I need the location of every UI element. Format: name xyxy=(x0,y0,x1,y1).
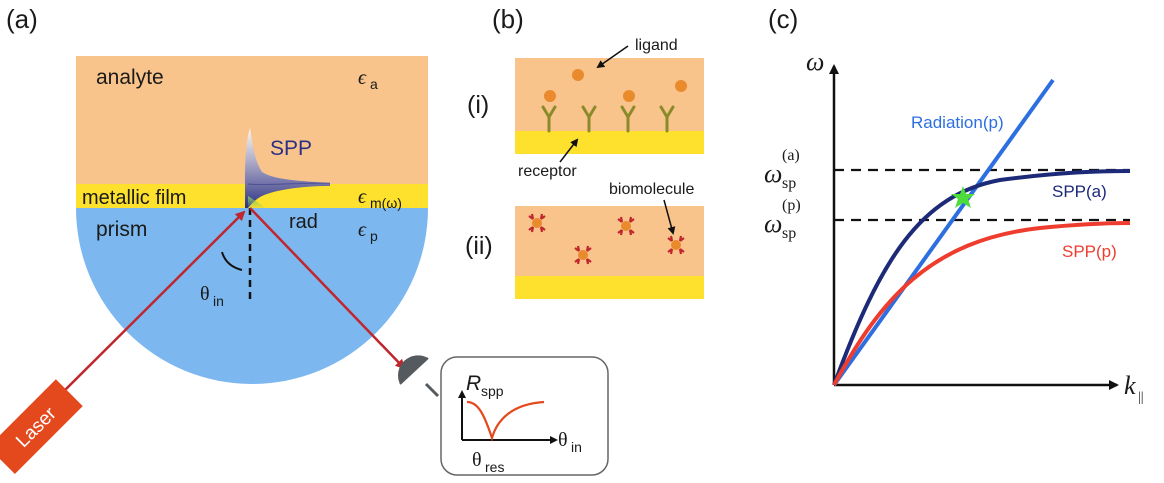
svg-text:R: R xyxy=(466,372,481,395)
svg-text:(p): (p) xyxy=(782,197,801,214)
reflected-beam xyxy=(249,207,406,370)
svg-text:θ: θ xyxy=(200,283,210,305)
y-axis-label: ω xyxy=(806,47,824,76)
svg-text:θ: θ xyxy=(472,449,482,471)
ligand-bound-2 xyxy=(623,90,635,102)
metallic-film-label: metallic film xyxy=(82,187,186,209)
panel-a: (a) analyte ϵ a SPP metallic film ϵ m(ω)… xyxy=(0,4,609,476)
angle-arc xyxy=(221,251,243,271)
svg-text:a: a xyxy=(370,76,378,92)
eps-p-label: ϵ p xyxy=(358,219,378,244)
spp-p-curve xyxy=(832,221,1131,386)
analyte-label: analyte xyxy=(96,66,164,89)
crossing-star-icon xyxy=(951,186,975,208)
svg-text:ϵ: ϵ xyxy=(358,186,367,208)
svg-text:θ: θ xyxy=(558,429,568,451)
svg-text:ϵ: ϵ xyxy=(358,67,367,89)
theta-res-label: θ res xyxy=(472,449,504,475)
svg-text:ω: ω xyxy=(764,209,782,238)
ligand-bound-3 xyxy=(675,80,687,92)
radiation-label: Radiation(p) xyxy=(911,113,1004,132)
ligand-arrow xyxy=(596,45,629,69)
reflectivity-curve xyxy=(466,400,545,442)
row-ii-label: (ii) xyxy=(465,232,493,260)
spp-label: SPP xyxy=(270,137,312,160)
svg-text:k: k xyxy=(1124,371,1136,400)
svg-text:in: in xyxy=(213,293,224,309)
panel-b-label: (b) xyxy=(492,4,524,34)
reflectivity-inset: R spp θ in θ res xyxy=(440,356,609,476)
panel-c: (c) ω k || ω sp (a) ω sp (p) Radiation xyxy=(764,4,1144,405)
svg-text:res: res xyxy=(485,459,504,475)
ligand-bound-1 xyxy=(544,90,556,102)
omega-sp-p-label: ω sp (p) xyxy=(764,197,801,242)
detector-icon xyxy=(398,355,440,398)
ligand-label: ligand xyxy=(635,37,678,54)
spp-p-label: SPP(p) xyxy=(1062,242,1117,261)
panel-b-i-film xyxy=(515,131,704,154)
theta-in-label: θ in xyxy=(200,283,224,309)
svg-text:sp: sp xyxy=(782,225,796,242)
prism-label: prism xyxy=(96,218,147,241)
prism-body xyxy=(76,208,428,384)
svg-text:m(ω): m(ω) xyxy=(370,195,402,211)
radiation-line xyxy=(832,78,1055,387)
x-axis-label: k || xyxy=(1124,371,1144,405)
eps-m-label: ϵ m(ω) xyxy=(358,186,402,211)
omega-sp-a-label: ω sp (a) xyxy=(764,147,800,192)
ligand-free xyxy=(572,69,584,81)
row-i-label: (i) xyxy=(467,91,489,119)
spp-a-curve xyxy=(832,169,1131,386)
svg-text:ϵ: ϵ xyxy=(358,219,367,241)
incident-beam xyxy=(59,210,246,396)
svg-text:p: p xyxy=(370,228,378,244)
svg-text:||: || xyxy=(1138,390,1144,405)
rad-label: rad xyxy=(289,211,318,233)
panel-c-label: (c) xyxy=(768,4,798,34)
radiation-leak xyxy=(248,196,266,208)
svg-text:spp: spp xyxy=(481,383,504,399)
biomolecule-label: biomolecule xyxy=(609,181,694,198)
laser-source: Laser xyxy=(0,379,83,475)
svg-text:ω: ω xyxy=(764,159,782,188)
inset-x-label: θ in xyxy=(558,429,582,455)
biomolecule-arrow xyxy=(663,199,676,235)
svg-text:in: in xyxy=(571,439,582,455)
panel-a-label: (a) xyxy=(6,4,38,34)
inset-y-label: R spp xyxy=(466,372,504,399)
svg-text:(a): (a) xyxy=(782,147,800,164)
eps-a-label: ϵ a xyxy=(358,67,378,92)
spp-field xyxy=(245,128,330,208)
panel-b: (b) ligand receptor (i) biomolecule (ii) xyxy=(465,4,704,299)
spp-a-label: SPP(a) xyxy=(1052,182,1107,201)
svg-text:sp: sp xyxy=(782,175,796,192)
receptor-label: receptor xyxy=(518,163,577,180)
panel-b-ii-film xyxy=(515,276,704,299)
receptor-arrow xyxy=(559,138,579,163)
